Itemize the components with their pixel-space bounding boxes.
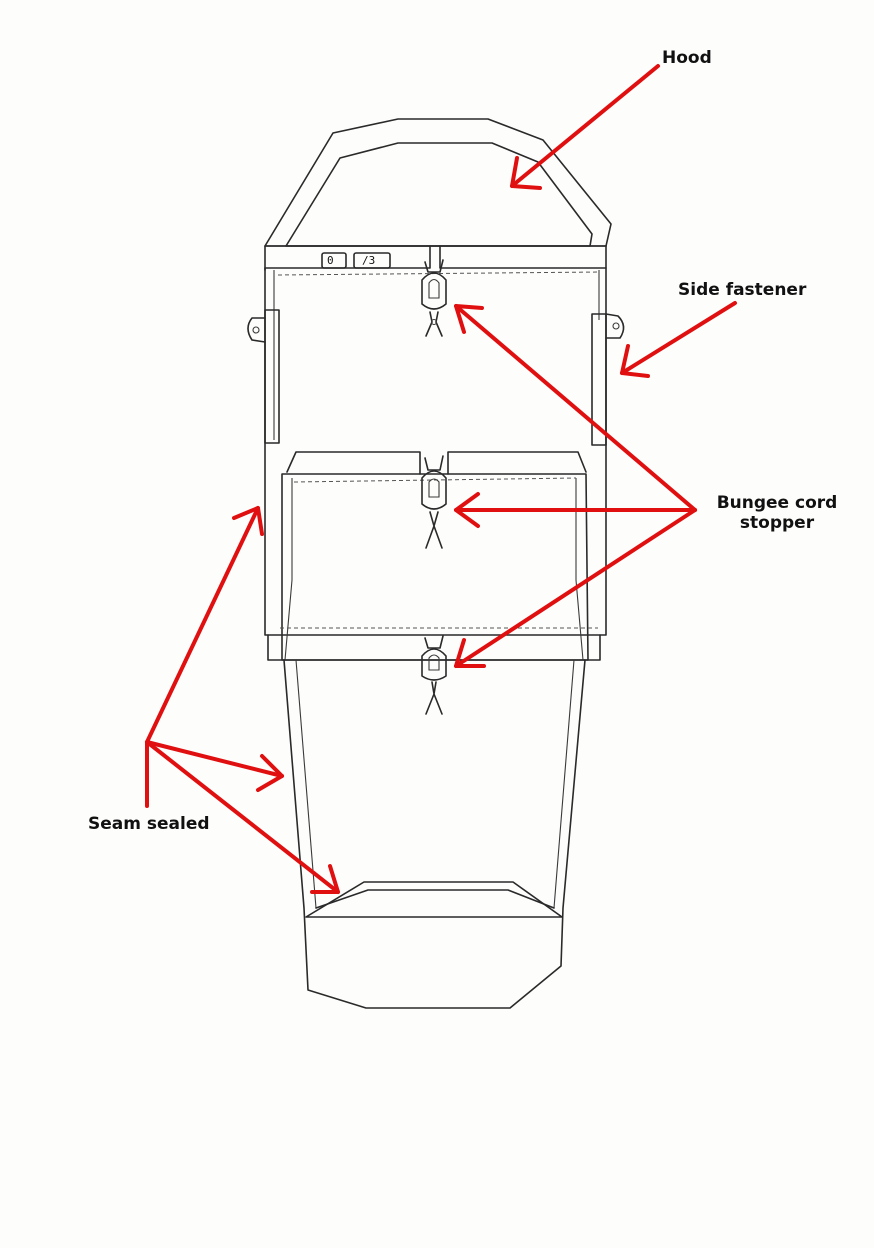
label-bungee-line1: Bungee cord (716, 493, 838, 513)
arrow-seam-upper (145, 506, 264, 808)
collar-strip (264, 245, 607, 271)
arrow-side-fastener (620, 301, 737, 378)
size-tags (321, 252, 391, 269)
bungee-stopper-top (421, 259, 447, 337)
side-fastener-left (247, 309, 280, 444)
arrow-bungee-top (454, 304, 697, 512)
label-side-fastener: Side fastener (678, 280, 807, 300)
label-hood: Hood (662, 48, 712, 68)
arrow-seam-middle (145, 740, 284, 792)
label-seam-sealed: Seam sealed (88, 814, 210, 834)
label-bungee-line2: stopper (739, 513, 815, 533)
arrow-seam-lower (145, 740, 340, 894)
bungee-stopper-middle (421, 455, 447, 549)
label-bungee-cord-stopper: Bungee cord stopper (712, 493, 842, 533)
arrow-hood (510, 64, 660, 190)
side-fastener-right (591, 313, 625, 446)
bungee-stopper-bottom (421, 635, 447, 715)
arrow-bungee-middle (454, 492, 697, 528)
leg-section (267, 634, 601, 1009)
size-tag-left-text: 0 (327, 254, 334, 267)
footbox (305, 881, 563, 918)
arrow-bungee-bottom (454, 508, 697, 668)
hood-shape (264, 118, 612, 247)
size-tag-right-text: /3 (362, 254, 376, 267)
